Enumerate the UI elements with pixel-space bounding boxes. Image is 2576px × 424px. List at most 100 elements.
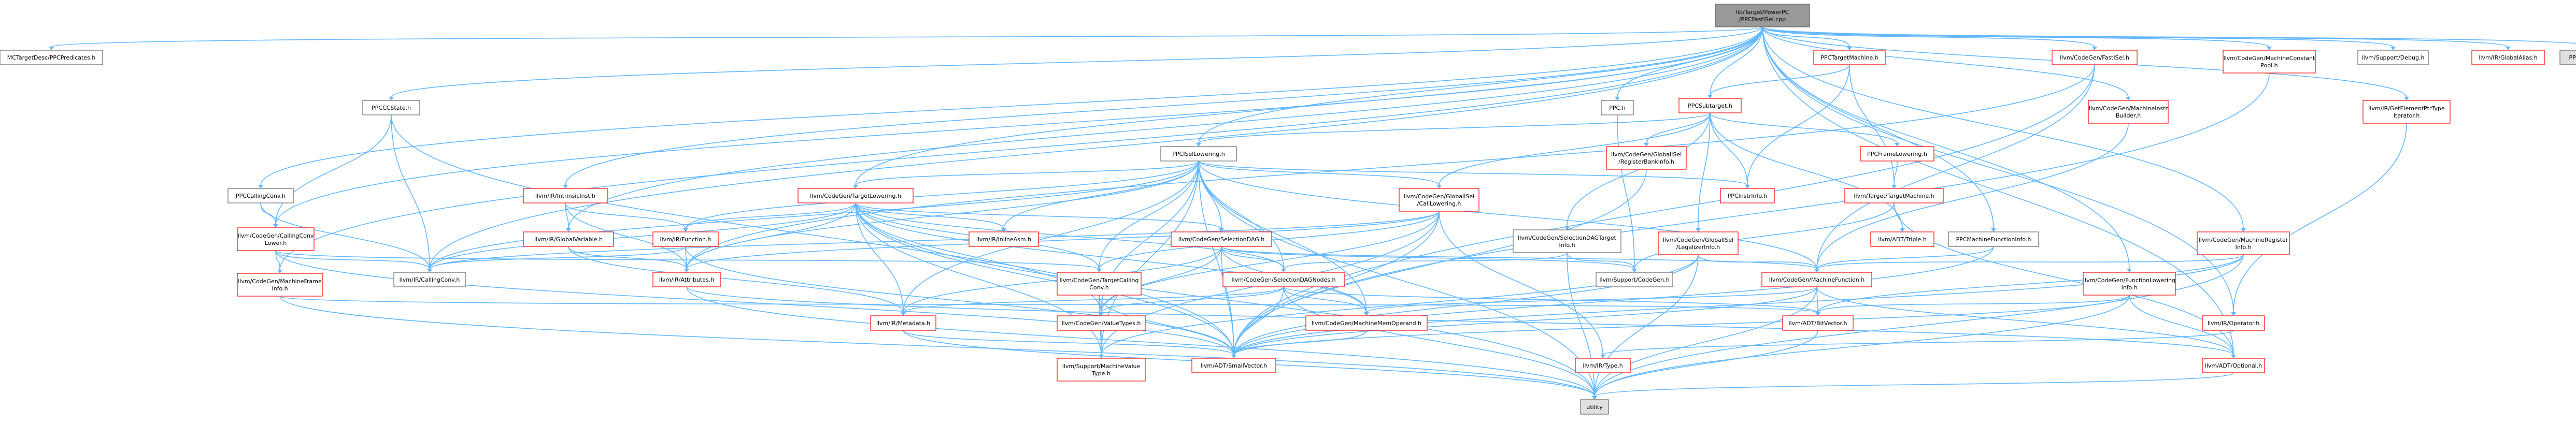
- arrowhead-root-to-gtit: [2404, 97, 2409, 100]
- node-gvar[interactable]: llvm/IR/GlobalVariable.h: [523, 231, 614, 247]
- edge-sdn-to-utility: [1283, 286, 1595, 397]
- node-gili[interactable]: llvm/CodeGen/GlobalISel/LegalizerInfo.h: [1658, 231, 1739, 255]
- arrowhead-ppcsub-to-ppcframe: [1895, 143, 1900, 147]
- node-box-mfi: [237, 273, 323, 297]
- node-ppcmfi[interactable]: PPCMachineFunctionInfo.h: [1948, 231, 2039, 247]
- arrowhead-mcp-to-smallvec: [1231, 355, 1236, 358]
- edge-ppccc-to-callconv: [260, 202, 430, 270]
- arrowhead-root-to-ppcmfi: [1991, 228, 1996, 232]
- edge-meta-to-smallvec: [903, 330, 1234, 356]
- edge-tmh-to-optional: [1894, 202, 2234, 356]
- node-triple[interactable]: llvm/ADT/Triple.h: [1870, 231, 1934, 247]
- node-box-ppcinc: [2559, 50, 2576, 65]
- arrowhead-ppcccstate-to-ccl: [273, 224, 278, 228]
- node-inlineasm[interactable]: llvm/IR/InlineAsm.h: [969, 231, 1039, 247]
- node-galias[interactable]: llvm/IR/GlobalAlias.h: [2471, 50, 2545, 65]
- node-seldag[interactable]: llvm/CodeGen/SelectionDAG.h: [1171, 231, 1272, 247]
- node-attrs[interactable]: llvm/IR/Attributes.h: [652, 272, 721, 287]
- node-sdn[interactable]: llvm/CodeGen/SelectionDAGNodes.h: [1222, 272, 1345, 287]
- dependency-edges: [49, 26, 2576, 400]
- edge-ppcsub-to-gili: [1698, 112, 1711, 229]
- edge-tli-to-mmo: [855, 202, 1367, 313]
- node-label-gicl-1: /CallLowering.h: [1417, 200, 1461, 207]
- node-ppctm[interactable]: PPCTargetMachine.h: [1813, 50, 1886, 65]
- node-box-utility: [1580, 399, 1609, 415]
- node-mf[interactable]: llvm/CodeGen/MachineFunction.h: [1761, 272, 1872, 287]
- node-utility[interactable]: utility: [1580, 399, 1609, 415]
- edge-operator-to-irtype: [1602, 330, 2234, 356]
- node-fastisel[interactable]: llvm/CodeGen/FastISel.h: [2052, 50, 2138, 65]
- edge-ppcsub-to-triple: [1710, 112, 1903, 229]
- node-box-bitvec: [1782, 315, 1854, 331]
- node-intrin[interactable]: llvm/IR/IntrinsicInst.h: [523, 188, 608, 203]
- arrowhead-mri-to-mf: [1814, 269, 1819, 272]
- node-callconv[interactable]: llvm/IR/CallingConv.h: [393, 272, 466, 287]
- node-ppcisellow[interactable]: PPCISelLowering.h: [1160, 146, 1237, 162]
- arrowhead-intrin-to-gvar: [566, 228, 571, 232]
- node-mcpred[interactable]: MCTargetDesc/PPCPredicates.h: [0, 50, 103, 65]
- node-label-ppcsub-0: PPCSubtarget.h: [1688, 103, 1732, 109]
- node-tmh[interactable]: llvm/Target/TargetMachine.h: [1844, 188, 1944, 203]
- node-func[interactable]: llvm/IR/Function.h: [652, 231, 719, 247]
- node-optional[interactable]: llvm/ADT/Optional.h: [2202, 358, 2265, 373]
- edge-mcp-to-smallvec: [1233, 72, 2270, 356]
- edge-ppcisellow-to-tli: [855, 160, 1199, 186]
- node-ppcccstate[interactable]: PPCCCState.h: [362, 100, 420, 115]
- node-ppccc[interactable]: PPCCallingConv.h: [227, 188, 294, 203]
- node-label-gili-1: /LegalizerInfo.h: [1676, 244, 1720, 251]
- node-codegen[interactable]: llvm/Support/CodeGen.h: [1596, 272, 1673, 287]
- node-bitvec[interactable]: llvm/ADT/BitVector.h: [1782, 315, 1854, 331]
- arrowhead-root-to-mcp: [2267, 47, 2272, 50]
- edge-root-to-debug: [1762, 26, 2394, 48]
- node-box-ppcccstate: [362, 100, 420, 115]
- edge-gvar-to-meta: [568, 246, 904, 313]
- node-irtype[interactable]: llvm/IR/Type.h: [1575, 358, 1631, 373]
- node-ppcframe[interactable]: PPCFrameLowering.h: [1860, 146, 1934, 162]
- node-tli[interactable]: llvm/CodeGen/TargetLowering.h: [798, 188, 914, 203]
- node-vt[interactable]: llvm/CodeGen/ValueTypes.h: [1057, 315, 1146, 331]
- arrowhead-root-to-ppctm: [1847, 47, 1852, 50]
- node-mmo[interactable]: llvm/CodeGen/MachineMemOperand.h: [1305, 315, 1428, 331]
- node-box-ppcinstr: [1720, 188, 1775, 203]
- node-operator[interactable]: llvm/IR/Operator.h: [2202, 315, 2265, 331]
- node-label-ppcmfi-0: PPCMachineFunctionInfo.h: [1956, 236, 2031, 243]
- node-label-ppcinstr-0: PPCInstrInfo.h: [1728, 193, 1768, 199]
- node-girb[interactable]: llvm/CodeGen/GlobalISel/RegisterBankInfo…: [1606, 146, 1687, 170]
- edge-root-to-callconv: [429, 26, 1763, 270]
- node-gicl[interactable]: llvm/CodeGen/GlobalISel/CallLowering.h: [1399, 188, 1479, 212]
- edge-fli-to-utility: [1594, 295, 2130, 397]
- arrowhead-root-to-fli: [2127, 269, 2132, 272]
- node-ppch[interactable]: PPC.h: [1601, 100, 1634, 115]
- edge-root-to-fli: [1762, 26, 2130, 270]
- edge-mri-to-bitvec: [1817, 254, 2244, 313]
- arrowhead-intrin-to-func: [683, 228, 688, 232]
- node-debug[interactable]: llvm/Support/Debug.h: [2357, 50, 2429, 65]
- edge-ccl-to-callconv: [275, 250, 430, 270]
- node-label-bitvec-0: llvm/ADT/BitVector.h: [1789, 320, 1847, 327]
- node-label-root-0: lib/Target/PowerPC: [1736, 9, 1789, 16]
- node-meta[interactable]: llvm/IR/Metadata.h: [870, 315, 936, 331]
- node-ppcsub[interactable]: PPCSubtarget.h: [1678, 98, 1742, 113]
- node-ppcinc[interactable]: PPCGenFastISel.inc: [2559, 50, 2576, 65]
- node-root[interactable]: lib/Target/PowerPC/PPCFastISel.cpp: [1715, 4, 1810, 27]
- node-box-mib: [2088, 100, 2169, 124]
- edge-root-to-ppccc: [260, 26, 1763, 186]
- arrowhead-root-to-galias: [2506, 47, 2511, 50]
- node-ppcinstr[interactable]: PPCInstrInfo.h: [1720, 188, 1775, 203]
- edge-mib-to-mf: [1816, 123, 2129, 270]
- node-smallvec[interactable]: llvm/ADT/SmallVector.h: [1191, 358, 1276, 373]
- node-label-codegen-0: llvm/Support/CodeGen.h: [1599, 276, 1669, 283]
- edge-root-to-ppcsub: [1710, 26, 1763, 96]
- node-label-root-1: /PPCFastISel.cpp: [1739, 16, 1786, 23]
- edge-ppcsub-to-gicl: [1439, 112, 1711, 186]
